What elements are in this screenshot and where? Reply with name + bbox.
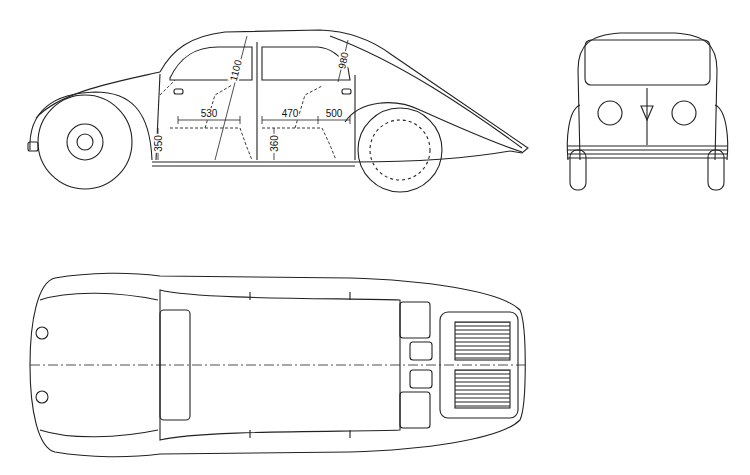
dimension-label: 360 (269, 134, 280, 153)
dimension-label: 530 (200, 108, 219, 119)
dimension-label: 1100 (228, 57, 244, 82)
dimension-label: 350 (153, 134, 164, 153)
dimension-label: 470 (281, 108, 300, 119)
side-view (28, 30, 528, 192)
dimension-label: 500 (325, 108, 344, 119)
rear-view (567, 33, 728, 190)
top-view (30, 273, 525, 457)
